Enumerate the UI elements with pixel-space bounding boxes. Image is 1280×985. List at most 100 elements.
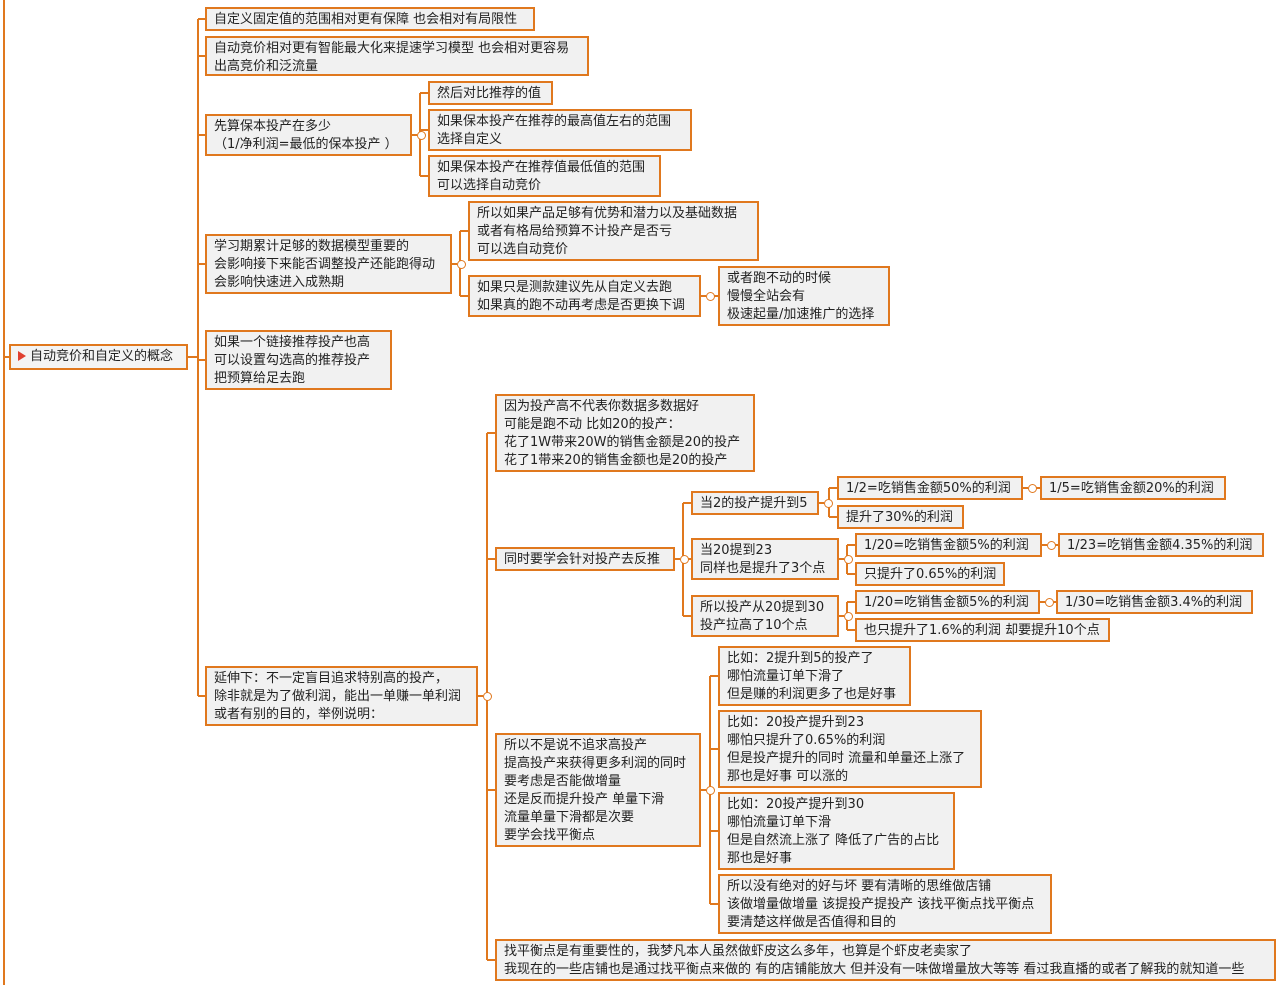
root-topic-label: 自动竞价和自定义的概念 bbox=[30, 349, 174, 364]
topic-roi-2-to-5[interactable]: 当2的投产提升到5 bbox=[691, 491, 819, 515]
topic-text-line: 提升了30%的利润 bbox=[846, 510, 953, 525]
topic-text-line: 自动竞价相对更有智能最大化来提速学习模型 也会相对更容易 bbox=[214, 41, 570, 56]
topic-product-advantage[interactable]: 所以如果产品足够有优势和潜力以及基础数据或者有格局给预算不计投产是否亏可以选自动… bbox=[468, 201, 759, 261]
topic-cannot-run[interactable]: 或者跑不动的时候慢慢全站会有极速起量/加速推广的选择 bbox=[718, 266, 890, 326]
flag-icon bbox=[18, 350, 26, 361]
topic-text-line: 所以如果产品足够有优势和潜力以及基础数据 bbox=[477, 206, 738, 221]
topic-high-recommended[interactable]: 如果一个链接推荐投产也高可以设置勾选高的推荐投产把预算给足去跑 bbox=[205, 330, 392, 390]
topic-text-line: 比如：2提升到5的投产了 bbox=[727, 651, 874, 666]
topic-text-line: 要学会找平衡点 bbox=[504, 828, 596, 843]
topic-text-line: （1/净利润=最低的保本投产 ） bbox=[214, 137, 398, 152]
topic-1-20-profit-b[interactable]: 1/20=吃销售金额5%的利润 bbox=[855, 590, 1040, 614]
topic-text-line: 那也是好事 可以涨的 bbox=[727, 769, 849, 784]
topic-text-line: 哪怕只提升了0.65%的利润 bbox=[727, 733, 886, 748]
topic-text-line: 选择自定义 bbox=[437, 132, 503, 147]
topic-breakeven-near-min[interactable]: 如果保本投产在推荐值最低值的范围可以选择自动竞价 bbox=[428, 155, 661, 197]
collapse-toggle[interactable] bbox=[482, 691, 492, 701]
topic-text-line: 如果只是测款建议先从自定义去跑 bbox=[477, 280, 673, 295]
topic-text-line: 先算保本投产在多少 bbox=[214, 119, 332, 134]
collapse-toggle[interactable] bbox=[843, 554, 853, 564]
topic-text-line: 可以设置勾选高的推荐投产 bbox=[214, 353, 371, 368]
topic-breakeven-near-max[interactable]: 如果保本投产在推荐的最高值左右的范围选择自定义 bbox=[428, 109, 692, 151]
topic-text-line: 如果真的跑不动再考虑是否更换下调 bbox=[477, 298, 686, 313]
collapse-toggle[interactable] bbox=[823, 498, 833, 508]
topic-text-line: 把预算给足去跑 bbox=[214, 371, 306, 386]
topic-text-line: 1/30=吃销售金额3.4%的利润 bbox=[1065, 595, 1243, 610]
topic-text-line: 自定义固定值的范围相对更有保障 也会相对有局限性 bbox=[214, 12, 518, 27]
topic-text-line: 流量单量下滑都是次要 bbox=[504, 810, 635, 825]
topic-text-line: 出高竞价和泛流量 bbox=[214, 59, 319, 74]
topic-text-line: 所以没有绝对的好与坏 要有清晰的思维做店铺 bbox=[727, 879, 992, 894]
topic-text-line: 学习期累计足够的数据模型重要的 bbox=[214, 239, 410, 254]
topic-text-line: 但是赚的利润更多了也是好事 bbox=[727, 687, 897, 702]
topic-profit-up-1-6[interactable]: 也只提升了1.6%的利润 却要提升10个点 bbox=[855, 618, 1110, 642]
topic-no-absolute[interactable]: 所以没有绝对的好与坏 要有清晰的思维做店铺该做增量做增量 该提投产提投产 该找平… bbox=[718, 874, 1052, 934]
topic-text-line: 极速起量/加速推广的选择 bbox=[727, 307, 875, 322]
topic-text-line: 只提升了0.65%的利润 bbox=[864, 567, 997, 582]
collapse-toggle[interactable] bbox=[1027, 483, 1037, 493]
topic-high-roi-not-good[interactable]: 因为投产高不代表你数据多数据好可能是跑不动 比如20的投产：花了1W带来20W的… bbox=[495, 394, 755, 472]
topic-text-line: 投产拉高了10个点 bbox=[700, 618, 808, 633]
topic-roi-20-to-30[interactable]: 所以投产从20提到30 投产拉高了10个点 bbox=[691, 595, 839, 637]
topic-text-line: 可以选择自动竞价 bbox=[437, 178, 542, 193]
topic-text-line: 我现在的一些店铺也是通过找平衡点来做的 有的店铺能放大 但并没有一味做增量放大等… bbox=[504, 962, 1245, 977]
topic-breakeven-roi[interactable]: 先算保本投产在多少 （1/净利润=最低的保本投产 ） bbox=[205, 114, 412, 156]
topic-text-line: 所以投产从20提到30 bbox=[700, 600, 825, 615]
topic-text-line: 可能是跑不动 比如20的投产： bbox=[504, 417, 681, 432]
collapse-toggle[interactable] bbox=[705, 785, 715, 795]
collapse-toggle[interactable] bbox=[843, 611, 853, 621]
collapse-toggle[interactable] bbox=[1044, 597, 1054, 607]
topic-balance-importance[interactable]: 找平衡点是有重要性的，我梦凡本人虽然做虾皮这么多年，也算是个虾皮老卖家了我现在的… bbox=[495, 939, 1276, 981]
topic-text-line: 因为投产高不代表你数据多数据好 bbox=[504, 399, 700, 414]
topic-text-line: 或者有别的目的，举例说明： bbox=[214, 707, 384, 722]
topic-learning-period[interactable]: 学习期累计足够的数据模型重要的会影响接下来能否调整投产还能跑得动会影响快速进入成… bbox=[205, 234, 452, 294]
topic-text-line: 提高投产来获得更多利润的同时 bbox=[504, 756, 687, 771]
topic-text-line: 1/2=吃销售金额50%的利润 bbox=[846, 481, 1011, 496]
topic-example-2-to-5[interactable]: 比如：2提升到5的投产了哪怕流量订单下滑了但是赚的利润更多了也是好事 bbox=[718, 646, 911, 706]
topic-text-line: 要清楚这样做是否值得和目的 bbox=[727, 915, 897, 930]
topic-1-30-profit[interactable]: 1/30=吃销售金额3.4%的利润 bbox=[1056, 590, 1253, 614]
topic-text-line: 同时要学会针对投产去反推 bbox=[504, 552, 661, 567]
topic-1-2-profit[interactable]: 1/2=吃销售金额50%的利润 bbox=[837, 476, 1023, 500]
topic-text-line: 哪怕流量订单下滑 bbox=[727, 815, 832, 830]
topic-test-custom-first[interactable]: 如果只是测款建议先从自定义去跑如果真的跑不动再考虑是否更换下调 bbox=[468, 275, 701, 317]
topic-custom-fixed-value[interactable]: 自定义固定值的范围相对更有保障 也会相对有局限性 bbox=[205, 7, 535, 31]
root-topic[interactable]: 自动竞价和自定义的概念 bbox=[9, 344, 188, 370]
topic-text-line: 哪怕流量订单下滑了 bbox=[727, 669, 845, 684]
collapse-toggle[interactable] bbox=[1046, 540, 1056, 550]
topic-text-line: 可以选自动竞价 bbox=[477, 242, 569, 257]
topic-extension[interactable]: 延伸下：不一定盲目追求特别高的投产， 除非就是为了做利润，能出一单赚一单利润或者有… bbox=[205, 666, 478, 726]
topic-text-line: 当2的投产提升到5 bbox=[700, 496, 808, 511]
topic-text-line: 除非就是为了做利润，能出一单赚一单利润 bbox=[214, 689, 462, 704]
topic-1-23-profit[interactable]: 1/23=吃销售金额4.35%的利润 bbox=[1058, 533, 1264, 557]
topic-text-line: 1/23=吃销售金额4.35%的利润 bbox=[1067, 538, 1253, 553]
topic-text-line: 1/20=吃销售金额5%的利润 bbox=[864, 538, 1029, 553]
topic-text-line: 如果保本投产在推荐的最高值左右的范围 bbox=[437, 114, 672, 129]
topic-reverse-roi[interactable]: 同时要学会针对投产去反推 bbox=[495, 547, 675, 571]
topic-compare-recommended[interactable]: 然后对比推荐的值 bbox=[428, 81, 553, 105]
collapse-toggle[interactable] bbox=[705, 291, 715, 301]
collapse-toggle[interactable] bbox=[416, 130, 426, 140]
topic-text-line: 或者有格局给预算不计投产是否亏 bbox=[477, 224, 673, 239]
topic-profit-up-0-65[interactable]: 只提升了0.65%的利润 bbox=[855, 562, 1005, 586]
topic-text-line: 比如：20投产提升到30 bbox=[727, 797, 865, 812]
topic-auto-bid-smart[interactable]: 自动竞价相对更有智能最大化来提速学习模型 也会相对更容易出高竞价和泛流量 bbox=[205, 36, 589, 76]
topic-1-20-profit[interactable]: 1/20=吃销售金额5%的利润 bbox=[855, 533, 1042, 557]
topic-text-line: 然后对比推荐的值 bbox=[437, 86, 542, 101]
topic-text-line: 会影响接下来能否调整投产还能跑得动 bbox=[214, 257, 436, 272]
topic-text-line: 1/5=吃销售金额20%的利润 bbox=[1049, 481, 1214, 496]
topic-text-line: 会影响快速进入成熟期 bbox=[214, 275, 345, 290]
topic-1-5-profit[interactable]: 1/5=吃销售金额20%的利润 bbox=[1040, 476, 1226, 500]
topic-text-line: 也只提升了1.6%的利润 却要提升10个点 bbox=[864, 623, 1100, 638]
collapse-toggle[interactable] bbox=[679, 554, 689, 564]
topic-find-balance[interactable]: 所以不是说不追求高投产提高投产来获得更多利润的同时要考虑是否能做增量还是反而提升… bbox=[495, 733, 701, 847]
topic-text-line: 延伸下：不一定盲目追求特别高的投产， bbox=[214, 671, 449, 686]
topic-profit-up-30[interactable]: 提升了30%的利润 bbox=[837, 505, 964, 529]
collapse-toggle[interactable] bbox=[456, 259, 466, 269]
topic-text-line: 同样也是提升了3个点 bbox=[700, 561, 826, 576]
topic-text-line: 所以不是说不追求高投产 bbox=[504, 738, 648, 753]
topic-text-line: 慢慢全站会有 bbox=[727, 289, 806, 304]
